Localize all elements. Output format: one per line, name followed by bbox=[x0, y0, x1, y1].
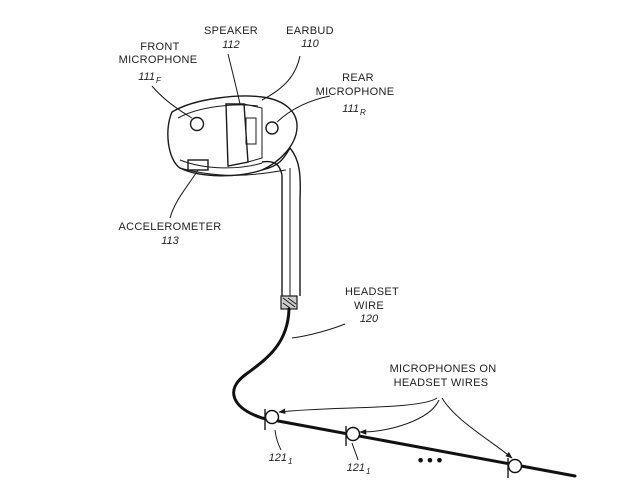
speaker-ref: 112 bbox=[222, 39, 240, 51]
rear-microphone-icon bbox=[265, 121, 279, 135]
wire-mic-1-icon bbox=[264, 409, 280, 425]
earbud-ref: 110 bbox=[301, 38, 319, 50]
headset-wire-label-2: WIRE bbox=[354, 300, 384, 312]
headset-wire-label: HEADSET bbox=[345, 286, 399, 298]
wire-mic-1-ref-sub: 1 bbox=[288, 457, 292, 466]
earbud-stem bbox=[179, 147, 301, 310]
front-microphone-ref-sub: F bbox=[156, 76, 162, 85]
headset-wire-ref: 120 bbox=[360, 313, 379, 325]
wire-mic-2-ref: 121 bbox=[347, 462, 365, 474]
speaker-label: SPEAKER bbox=[204, 25, 258, 37]
wire-microphones bbox=[264, 409, 523, 478]
rear-microphone-label-2: MICROPHONE bbox=[316, 86, 395, 98]
rear-microphone-ref: 111 bbox=[342, 103, 359, 115]
wire-mic-2-ref-sub: 1 bbox=[366, 467, 370, 476]
headset-wire bbox=[232, 307, 577, 478]
wire-mic-2-icon bbox=[345, 426, 361, 442]
wire-mic-n-icon bbox=[507, 458, 523, 474]
accelerometer-label: ACCELEROMETER bbox=[119, 221, 222, 233]
ellipsis-dots: ••• bbox=[416, 451, 444, 470]
microphones-on-wires-label: MICROPHONES ON bbox=[390, 363, 497, 375]
front-microphone-ref: 111 bbox=[138, 71, 155, 83]
accelerometer-ref: 113 bbox=[161, 235, 179, 247]
wire-mic-1-ref: 121 bbox=[269, 452, 287, 464]
rear-microphone-label: REAR bbox=[342, 72, 374, 84]
front-microphone-label-2: MICROPHONE bbox=[119, 54, 198, 66]
earbud-label: EARBUD bbox=[286, 25, 334, 37]
rear-microphone-ref-sub: R bbox=[360, 108, 366, 117]
front-microphone-label: FRONT bbox=[140, 41, 179, 53]
front-microphone-icon bbox=[189, 116, 205, 132]
leader-lines bbox=[151, 53, 513, 461]
microphones-on-wires-label-2: HEADSET WIRES bbox=[394, 377, 489, 389]
